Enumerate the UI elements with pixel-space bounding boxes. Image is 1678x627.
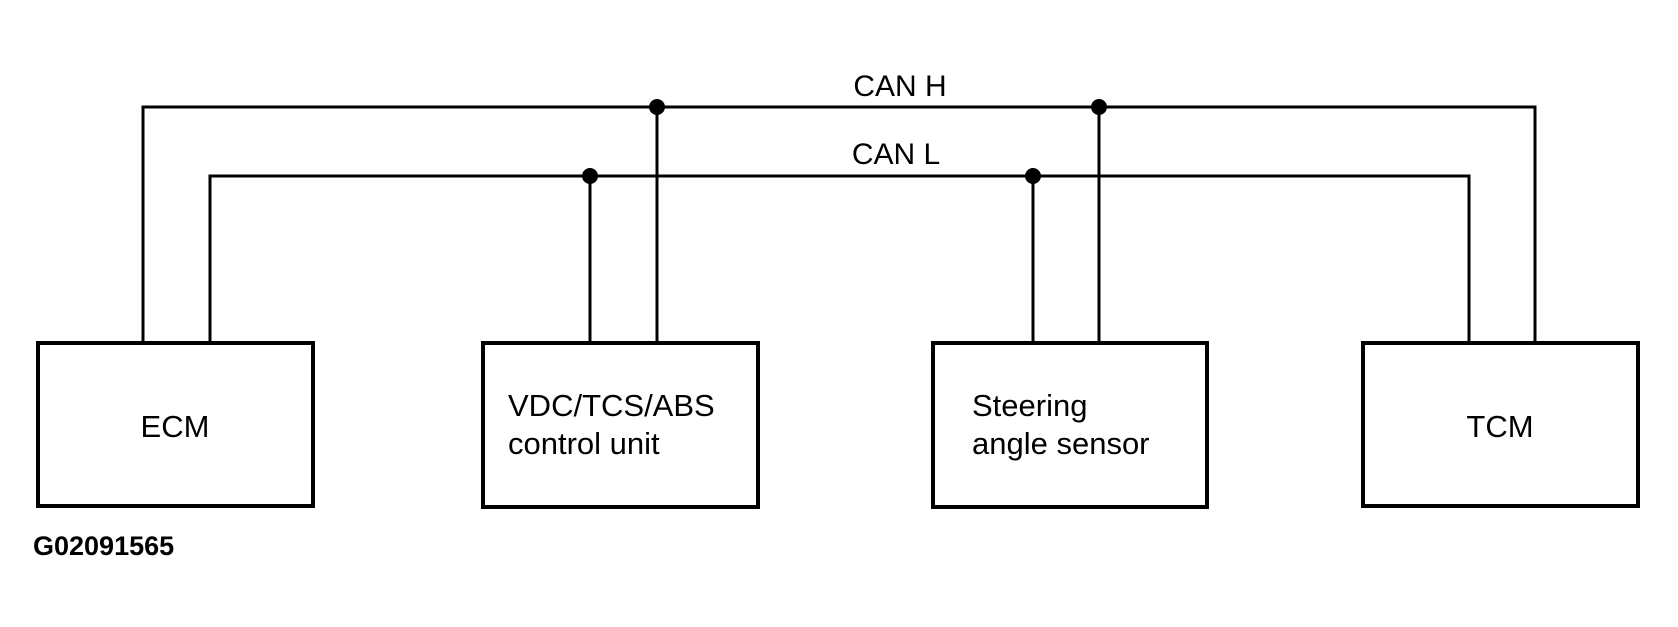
node-label-tcm: TCM (1466, 409, 1533, 444)
node-box-vdc-tcs-abs (481, 341, 760, 509)
junction-dot-can-l-vdc (582, 168, 598, 184)
node-box-tcm (1361, 341, 1640, 508)
can-l-label: CAN L (852, 138, 940, 171)
junction-dot-can-l-steering (1025, 168, 1041, 184)
node-label-ecm: ECM (141, 409, 210, 444)
node-label-vdc-line2: control unit (508, 426, 660, 461)
node-box-steering-angle-sensor (931, 341, 1209, 509)
junction-dot-can-h-vdc (649, 99, 665, 115)
can-h-bus-wire (141, 105, 1537, 343)
figure-id-label: G02091565 (33, 531, 174, 561)
junction-dot-can-h-steering (1091, 99, 1107, 115)
node-label-steering-line2: angle sensor (972, 426, 1150, 461)
node-box-ecm (36, 341, 315, 508)
can-l-bus-wire (208, 174, 1471, 343)
node-label-vdc-line1: VDC/TCS/ABS (508, 388, 715, 423)
can-h-label: CAN H (853, 70, 946, 103)
node-label-steering-line1: Steering (972, 388, 1087, 423)
